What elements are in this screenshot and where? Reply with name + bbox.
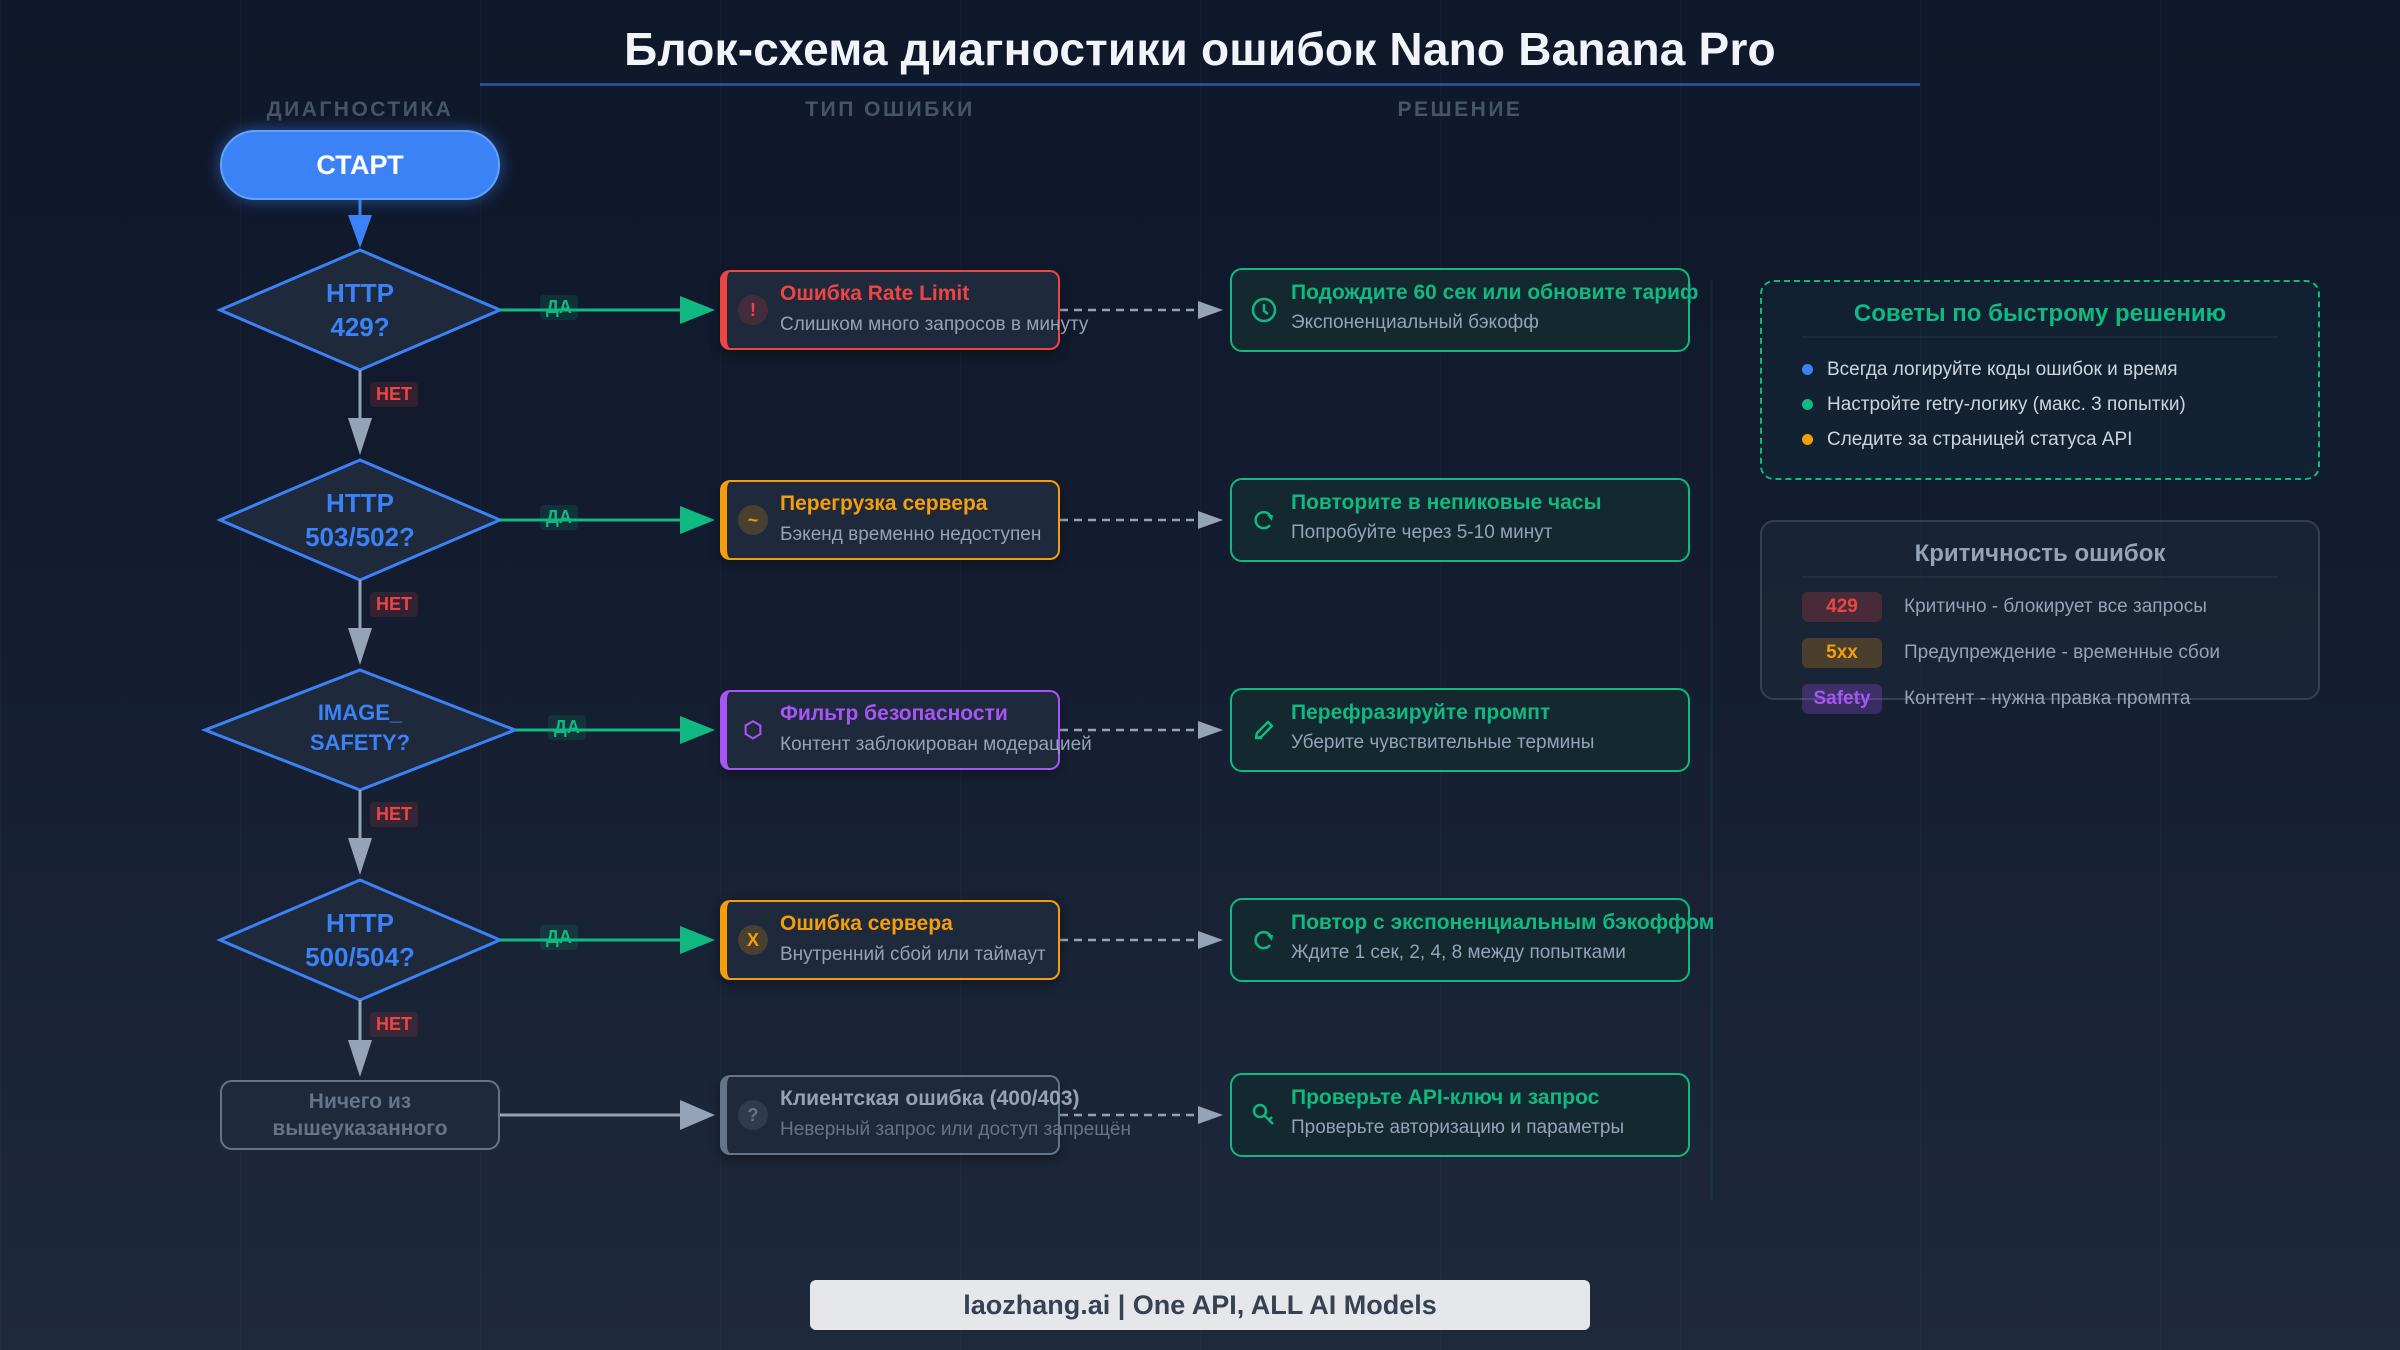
x-icon: X [738, 925, 768, 955]
column-label-diagnostics: ДИАГНОСТИКА [266, 98, 454, 121]
bullet-icon [1802, 364, 1813, 375]
yes-tag: ДА [548, 715, 586, 740]
error-subtitle: Слишком много запросов в минуту [780, 314, 1089, 335]
footer-banner: laozhang.ai | One API, ALL AI Models [810, 1280, 1590, 1330]
tips-title: Советы по быстрому решению [1853, 300, 2227, 327]
refresh-icon [1254, 510, 1273, 530]
solution-subtitle: Экспоненциальный бэкофф [1291, 312, 1539, 333]
bullet-icon [1802, 399, 1813, 410]
solution-title: Перефразируйте промпт [1291, 701, 1551, 724]
tip-item: Настройте retry-логику (макс. 3 попытки) [1802, 387, 2186, 422]
error-box-server: X Ошибка сервера Внутренний сбой или тай… [720, 900, 1060, 980]
severity-divider [1802, 576, 2278, 578]
no-tag: НЕТ [370, 802, 418, 827]
error-box-client: ? Клиентская ошибка (400/403) Неверный з… [720, 1075, 1131, 1155]
solution-box-backoff: Повтор с экспоненциальным бэкоффом Ждите… [1230, 898, 1714, 982]
error-box-overload: ~ Перегрузка сервера Бэкенд временно нед… [720, 480, 1060, 560]
severity-panel: Критичность ошибок 429 Критично - блокир… [1760, 520, 2320, 714]
exclamation-icon: ! [738, 295, 768, 325]
title-underline [480, 83, 1920, 86]
tips-list: Всегда логируйте коды ошибок и время Нас… [1802, 352, 2186, 457]
solution-title: Повтор с экспоненциальным бэкоффом [1291, 911, 1715, 934]
no-tag: НЕТ [370, 382, 418, 407]
tips-divider [1802, 336, 2278, 338]
clock-icon [1251, 297, 1277, 323]
severity-title: Критичность ошибок [1914, 540, 2166, 567]
error-box-safety: ⬡ Фильтр безопасности Контент заблокиров… [720, 690, 1092, 770]
solution-title: Проверьте API-ключ и запрос [1291, 1086, 1600, 1109]
severity-badge: 5xx [1802, 638, 1882, 668]
tip-item: Следите за страницей статуса API [1802, 422, 2186, 457]
severity-row: Safety Контент - нужна правка промпта [1802, 684, 2190, 714]
error-title: Клиентская ошибка (400/403) [780, 1087, 1080, 1110]
solution-box-api-key: Проверьте API-ключ и запрос Проверьте ав… [1230, 1073, 1690, 1157]
error-title: Фильтр безопасности [780, 702, 1008, 725]
error-subtitle: Бэкенд временно недоступен [780, 524, 1042, 545]
severity-row: 429 Критично - блокирует все запросы [1802, 592, 2207, 622]
severity-row: 5xx Предупреждение - временные сбои [1802, 638, 2220, 668]
solution-box-rephrase: Перефразируйте промпт Уберите чувствител… [1230, 688, 1690, 772]
yes-tag: ДА [540, 295, 578, 320]
wave-icon: ~ [738, 505, 768, 535]
refresh-icon [1254, 930, 1273, 950]
solution-box-wait: Подождите 60 сек или обновите тариф Эксп… [1230, 268, 1698, 352]
bullet-icon [1802, 434, 1813, 445]
no-tag: НЕТ [370, 1012, 418, 1037]
solution-subtitle: Уберите чувствительные термины [1291, 732, 1595, 753]
solution-title: Повторите в непиковые часы [1291, 491, 1602, 514]
key-icon [1252, 1103, 1274, 1125]
tips-panel: Советы по быстрому решению Всегда логиру… [1760, 280, 2320, 480]
page-title: Блок-схема диагностики ошибок Nano Banan… [624, 23, 1776, 75]
error-subtitle: Неверный запрос или доступ запрещён [780, 1119, 1131, 1140]
start-node: СТАРТ [220, 130, 500, 200]
column-label-error-type: ТИП ОШИБКИ [805, 98, 975, 121]
solution-subtitle: Ждите 1 сек, 2, 4, 8 между попытками [1291, 942, 1626, 963]
severity-badge: 429 [1802, 592, 1882, 622]
column-label-solution: РЕШЕНИЕ [1397, 98, 1523, 121]
solution-title: Подождите 60 сек или обновите тариф [1291, 281, 1699, 304]
error-title: Ошибка Rate Limit [780, 282, 970, 305]
severity-badge: Safety [1802, 684, 1882, 714]
solution-subtitle: Попробуйте через 5-10 минут [1291, 522, 1553, 543]
shield-icon: ⬡ [743, 717, 763, 742]
pencil-icon [1254, 720, 1274, 740]
error-subtitle: Внутренний сбой или таймаут [780, 944, 1046, 965]
no-tag: НЕТ [370, 592, 418, 617]
error-title: Перегрузка сервера [780, 492, 988, 515]
column-divider [1710, 280, 1713, 1200]
error-subtitle: Контент заблокирован модерацией [780, 734, 1092, 755]
question-icon: ? [738, 1100, 768, 1130]
yes-tag: ДА [540, 925, 578, 950]
fallback-node: Ничего из вышеуказанного [220, 1080, 500, 1150]
solution-box-offpeak: Повторите в непиковые часы Попробуйте че… [1230, 478, 1690, 562]
decision-safety-label: IMAGE_SAFETY? [309, 700, 411, 755]
error-box-rate-limit: ! Ошибка Rate Limit Слишком много запрос… [720, 270, 1088, 350]
error-title: Ошибка сервера [780, 912, 953, 935]
solution-subtitle: Проверьте авторизацию и параметры [1291, 1117, 1625, 1138]
tip-item: Всегда логируйте коды ошибок и время [1802, 352, 2186, 387]
yes-tag: ДА [540, 505, 578, 530]
